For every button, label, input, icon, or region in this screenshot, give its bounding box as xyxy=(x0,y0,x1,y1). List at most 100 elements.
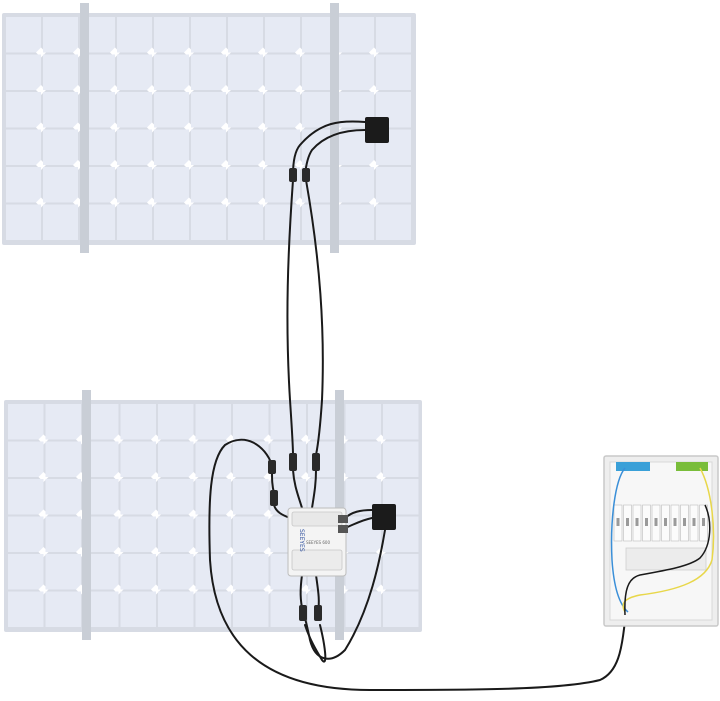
solar-cell xyxy=(8,554,44,590)
cable-connector-b xyxy=(311,469,317,509)
solar-panel-top xyxy=(2,3,416,253)
panel-cells xyxy=(8,404,419,627)
solar-cell xyxy=(383,591,419,627)
solar-cell xyxy=(376,167,411,203)
solar-cell xyxy=(6,17,41,53)
terminal-strip xyxy=(616,462,650,471)
terminal-block-earth xyxy=(676,462,708,471)
solar-cell xyxy=(120,516,156,552)
solar-cell xyxy=(117,167,152,203)
solar-cell xyxy=(191,54,226,90)
solar-cell xyxy=(265,204,300,240)
distribution-box xyxy=(603,455,719,627)
solar-cell xyxy=(191,204,226,240)
mc4-connectors xyxy=(268,168,322,621)
solar-cell xyxy=(233,404,269,440)
solar-cell xyxy=(191,92,226,128)
solar-cell xyxy=(120,554,156,590)
solar-cell xyxy=(6,92,41,128)
solar-cell xyxy=(43,92,78,128)
breaker-toggle xyxy=(702,518,705,526)
cable-below-loop xyxy=(304,624,327,663)
solar-cell xyxy=(376,54,411,90)
solar-cell xyxy=(158,516,194,552)
solar-cell xyxy=(233,554,269,590)
solar-cell xyxy=(154,54,189,90)
solar-cell xyxy=(117,129,152,165)
solar-cell xyxy=(43,17,78,53)
solar-cell xyxy=(117,54,152,90)
solar-cell xyxy=(158,441,194,477)
solar-cell xyxy=(120,479,156,515)
breaker-toggle xyxy=(645,518,648,526)
breaker-toggle xyxy=(626,518,629,526)
breaker-toggle xyxy=(654,518,658,526)
solar-panel-bottom xyxy=(4,390,422,640)
solar-cell xyxy=(265,92,300,128)
solar-cell xyxy=(158,591,194,627)
breaker-toggle xyxy=(664,518,667,526)
wire-live xyxy=(624,504,711,616)
solar-cell xyxy=(376,204,411,240)
solar-cell xyxy=(345,404,381,440)
solar-cell xyxy=(339,54,374,90)
solar-cell xyxy=(158,554,194,590)
solar-cell xyxy=(270,441,306,477)
solar-cell xyxy=(345,441,381,477)
connector xyxy=(270,490,278,506)
cable-connector-a xyxy=(292,469,303,509)
solar-cell xyxy=(339,167,374,203)
solar-cell xyxy=(195,404,231,440)
breaker-toggle xyxy=(616,518,620,526)
solar-cell xyxy=(6,54,41,90)
solar-cell xyxy=(120,441,156,477)
solar-cell xyxy=(154,129,189,165)
mounting-rail-left xyxy=(82,390,91,640)
solar-cell xyxy=(158,479,194,515)
cable-bottom-box-return xyxy=(304,529,386,660)
solar-cell xyxy=(45,441,81,477)
terminal-block-neutral xyxy=(616,462,650,471)
solar-cell xyxy=(43,54,78,90)
solar-cell xyxy=(191,129,226,165)
solar-cell xyxy=(339,17,374,53)
connector xyxy=(289,453,297,471)
solar-cell xyxy=(158,404,194,440)
connector xyxy=(299,605,307,621)
solar-cell xyxy=(265,54,300,90)
solar-cell xyxy=(154,92,189,128)
mounting-rail-right xyxy=(330,3,339,253)
cable-top-to-inverter-a xyxy=(286,179,294,456)
solar-cell xyxy=(228,129,263,165)
solar-cell xyxy=(228,17,263,53)
connector xyxy=(312,453,320,471)
micro-inverter: SEEYES SEEYES 600 xyxy=(287,507,348,577)
cable-top-box-b xyxy=(304,129,366,176)
solar-cell xyxy=(233,591,269,627)
solar-cell xyxy=(233,479,269,515)
solar-cell xyxy=(191,167,226,203)
solar-cell xyxy=(117,204,152,240)
solar-cell xyxy=(383,404,419,440)
solar-cell xyxy=(45,479,81,515)
terminal-strip xyxy=(676,462,708,471)
inverter-bottom-module xyxy=(291,549,343,571)
connector xyxy=(314,605,322,621)
solar-cell xyxy=(6,129,41,165)
inverter-port xyxy=(338,525,348,533)
solar-cell xyxy=(8,404,44,440)
solar-cell xyxy=(228,204,263,240)
solar-cell xyxy=(6,204,41,240)
solar-cell xyxy=(8,441,44,477)
solar-cell xyxy=(45,554,81,590)
solar-cell xyxy=(45,591,81,627)
solar-cell xyxy=(43,129,78,165)
solar-cell xyxy=(45,404,81,440)
solar-cell xyxy=(228,54,263,90)
solar-cell xyxy=(270,404,306,440)
solar-cell xyxy=(8,591,44,627)
inverter-model-label: SEEYES 600 xyxy=(306,540,330,545)
breaker-row xyxy=(613,464,708,542)
connector xyxy=(268,460,276,474)
